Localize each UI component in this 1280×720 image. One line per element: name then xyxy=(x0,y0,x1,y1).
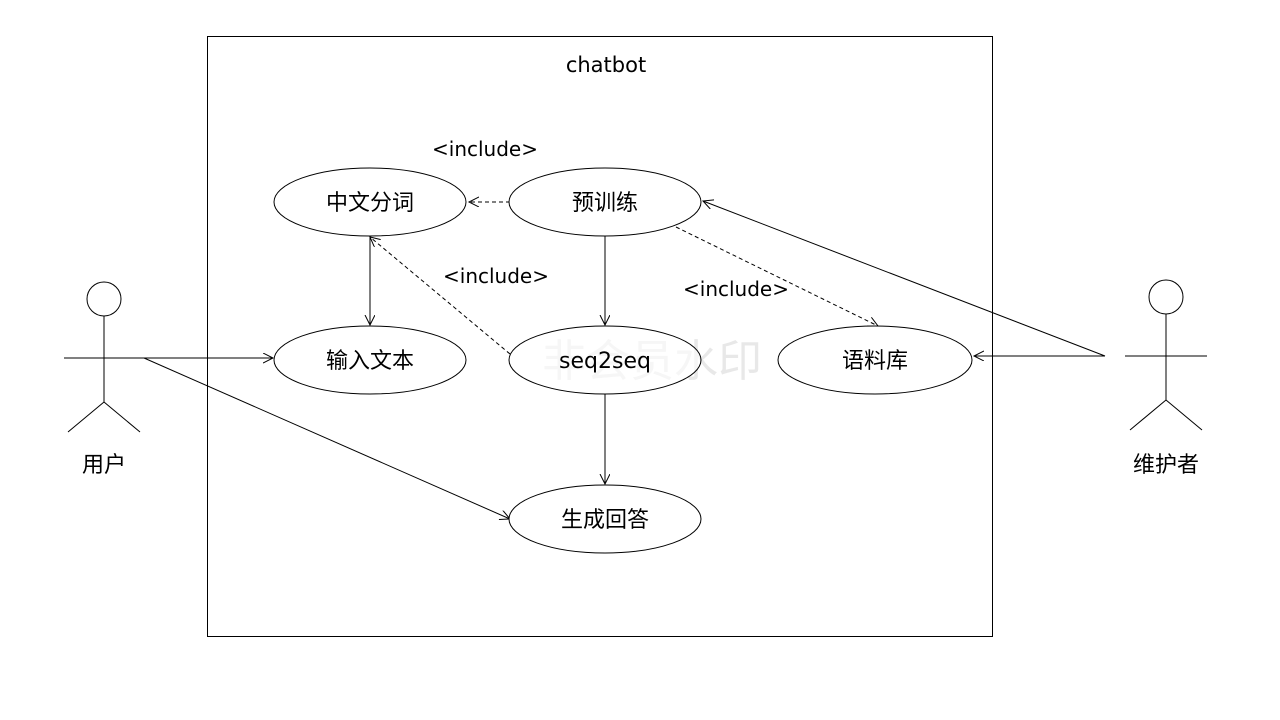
use-case-corpus-label: 语料库 xyxy=(842,349,908,374)
actor-maintainer-label: 维护者 xyxy=(1133,453,1199,478)
actor-maintainer-leg-right xyxy=(1165,399,1203,431)
use-case-segmentation[interactable]: 中文分词 xyxy=(273,167,467,237)
include-pretrain-corpus xyxy=(675,226,878,326)
actor-user-label: 用户 xyxy=(82,453,126,478)
actor-maintainer-head xyxy=(1148,279,1184,315)
use-case-segmentation-label: 中文分词 xyxy=(326,191,414,216)
system-title: chatbot xyxy=(566,53,646,77)
maintainer-to-pretrain xyxy=(703,201,1106,357)
user-to-answer xyxy=(143,357,510,519)
include-seq2seq-segmentation xyxy=(370,237,511,355)
actor-user-leg-left xyxy=(67,401,105,433)
actor-user-leg-right xyxy=(103,401,141,433)
use-case-seq2seq[interactable]: seq2seq xyxy=(508,325,702,395)
use-case-corpus[interactable]: 语料库 xyxy=(777,325,973,395)
actor-user[interactable]: 用户 xyxy=(64,281,144,478)
use-case-pretrain[interactable]: 预训练 xyxy=(508,167,702,237)
use-case-generate-answer-shape xyxy=(508,484,702,554)
actor-maintainer[interactable]: 维护者 xyxy=(1125,279,1207,478)
include-label-pretrain-segmentation: <include> xyxy=(432,137,538,161)
use-case-seq2seq-label: seq2seq xyxy=(559,349,651,374)
actor-user-head xyxy=(86,281,122,317)
actor-maintainer-leg-left xyxy=(1129,399,1167,431)
use-case-segmentation-shape xyxy=(273,167,467,237)
use-case-pretrain-label: 预训练 xyxy=(572,191,638,216)
use-case-generate-answer[interactable]: 生成回答 xyxy=(508,484,702,554)
use-case-generate-answer-label: 生成回答 xyxy=(561,508,649,533)
use-case-pretrain-shape xyxy=(508,167,702,237)
use-case-corpus-shape xyxy=(777,325,973,395)
use-case-input-text-label: 输入文本 xyxy=(326,349,414,374)
use-case-input-text-shape xyxy=(273,325,467,395)
include-label-pretrain-corpus: <include> xyxy=(683,277,789,301)
include-label-seq2seq-segmentation: <include> xyxy=(443,264,549,288)
relations xyxy=(143,201,1106,519)
use-case-input-text[interactable]: 输入文本 xyxy=(273,325,467,395)
system-boundary xyxy=(207,36,993,637)
use-case-seq2seq-shape xyxy=(508,325,702,395)
